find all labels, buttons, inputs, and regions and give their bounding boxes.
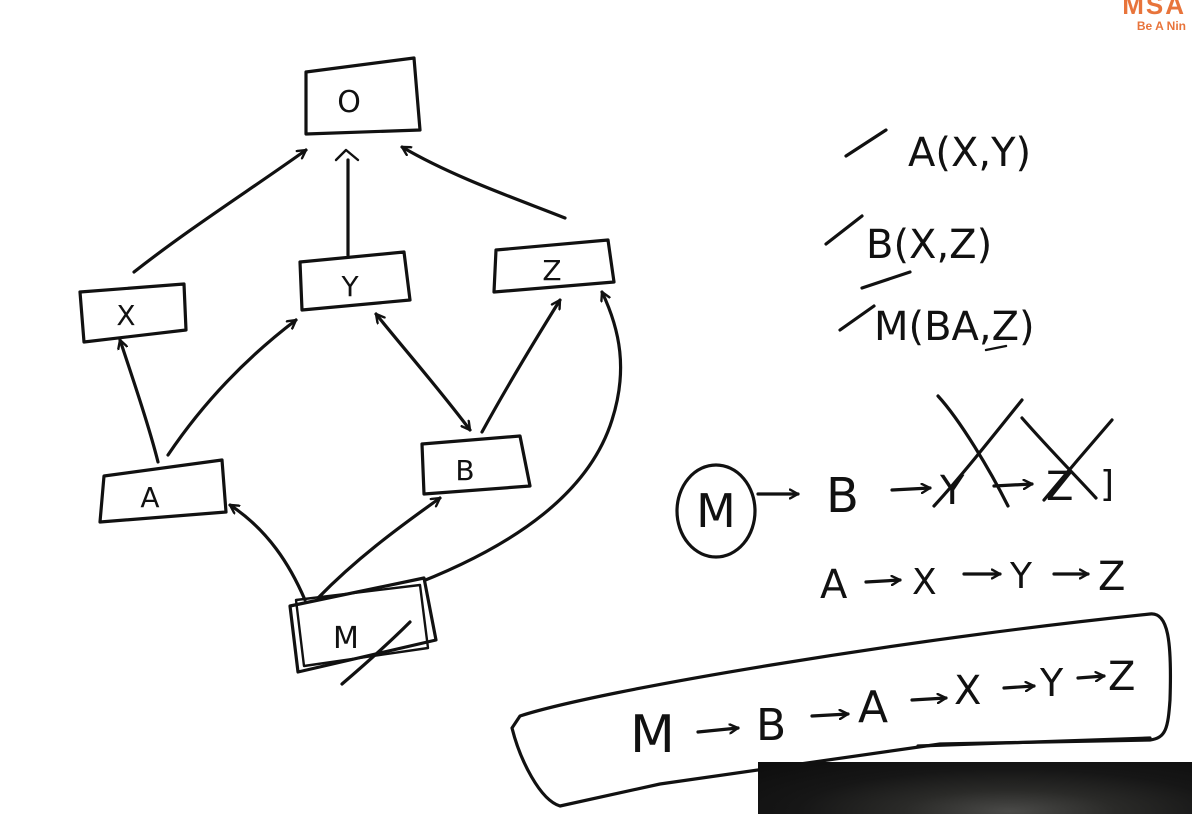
node-o-label: O [337,85,361,120]
mro-arrow-3 [992,484,1034,486]
node-m-strike [340,620,412,686]
final-a: A [858,682,888,733]
node-y: Y [298,250,412,312]
edge-a-to-y [166,318,298,457]
final-mro: M B A X Y Z [510,612,1173,808]
final-z: Z [1108,654,1135,700]
class-m-text: M(BA,Z) [874,304,1035,350]
edge-m-to-z [403,290,623,590]
tick-class-a [844,128,888,158]
class-b-scribble [860,270,912,290]
node-x: X [78,282,188,344]
node-m: M [288,576,438,686]
node-m-label: M [333,621,359,656]
final-arrow-1 [696,728,740,732]
node-z: Z [492,238,616,294]
line2-y: Y [1009,556,1033,597]
edge-a-to-x [120,338,160,464]
final-arrow-4 [1002,686,1036,688]
tick-class-m [838,304,876,332]
node-b: B [420,434,532,496]
final-arrow-3 [910,698,948,700]
edge-z-to-o [400,145,567,220]
edge-o-top-tick [334,148,360,162]
line2-z: Z [1098,554,1125,600]
mro-cross-z-2 [1042,418,1114,502]
mro-cross-y-1 [936,394,1010,508]
line2-arrow-1 [864,580,902,582]
edge-x-to-o [132,148,308,274]
class-a-text: A(X,Y) [908,130,1031,176]
final-b: B [756,700,786,751]
class-m-underline [984,344,1008,352]
final-m: M [630,705,675,765]
mro-cross-z-1 [1020,416,1098,500]
final-x: X [954,668,981,714]
mro-cross-y-2 [932,398,1024,508]
edge-b-to-z [480,298,562,434]
line2-a: A [820,562,848,608]
edge-y-to-b [374,312,472,432]
final-arrow-5 [1076,676,1106,678]
inheritance-diagram: O X Y Z A B M [78,56,623,686]
tick-class-b [824,214,864,246]
node-o: O [304,56,422,136]
brand-logo-mark: MSA [1122,0,1186,20]
mro-working-line: M B Y Z ] [675,394,1114,559]
class-b-text: B(X,Z) [866,222,992,268]
webcam-overlay [758,762,1192,814]
node-y-label: Y [340,270,359,303]
edge-m-to-b [316,496,442,600]
final-arrow-2 [810,714,850,716]
mro-bracket: ] [1100,464,1114,505]
node-b-label: B [455,454,474,487]
mro-line-two: A X Y Z [820,554,1125,608]
final-mro-underline [916,736,1152,748]
mro-m-circle [675,463,757,559]
node-z-label: Z [542,254,561,287]
mro-b-text: B [826,468,859,524]
class-definitions: A(X,Y) B(X,Z) M(BA,Z) [824,128,1035,352]
brand-logo: MSA Be A Nin [1122,0,1186,32]
final-y: Y [1039,661,1064,705]
final-mro-enclosure [510,612,1173,808]
node-a-label: A [140,481,159,514]
line2-x: X [912,562,937,603]
node-a: A [98,458,228,524]
brand-tagline: Be A Nin [1136,19,1186,33]
mro-arrow-2 [890,488,932,490]
mro-m-text: M [696,484,736,538]
edge-m-to-a [228,503,307,602]
node-x-label: X [116,299,135,332]
